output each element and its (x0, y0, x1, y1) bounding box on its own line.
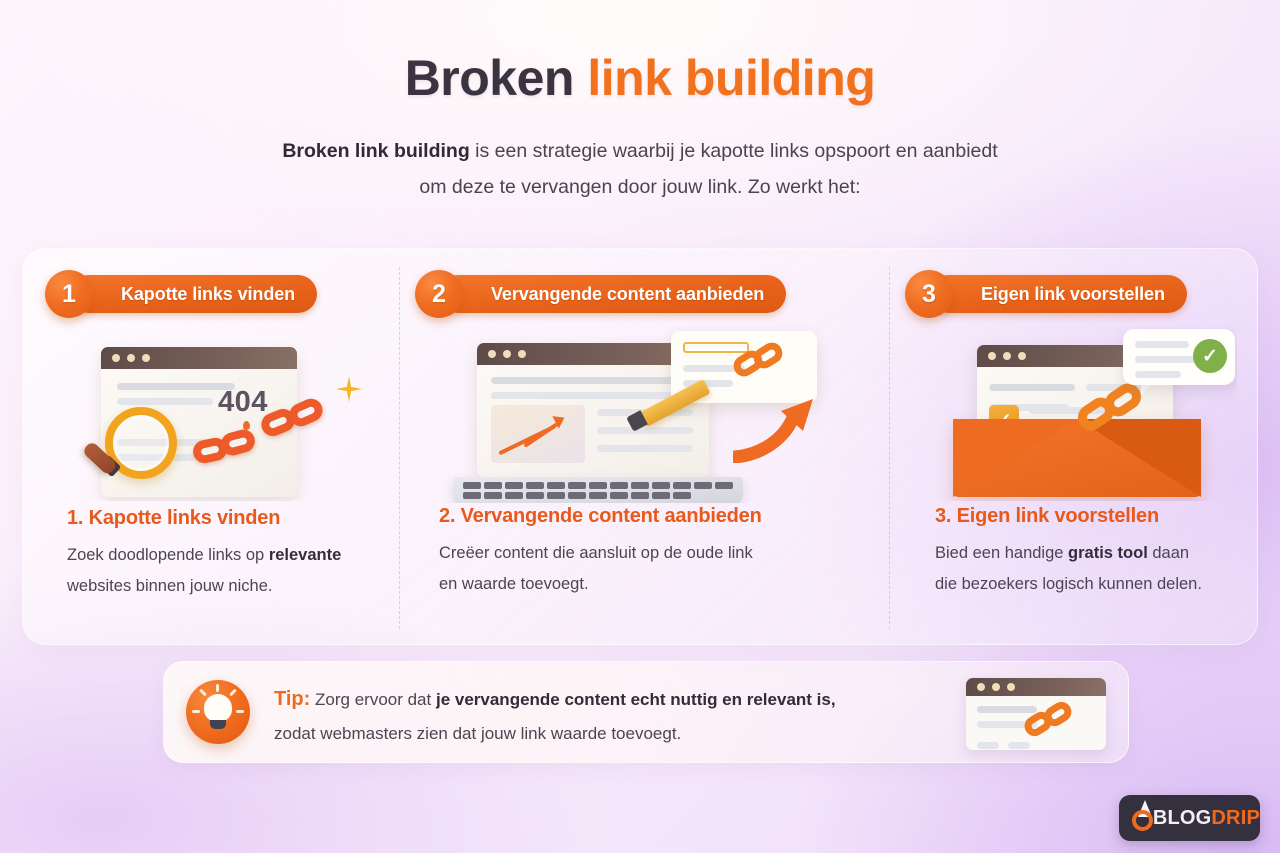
step-body-1: Zoek doodlopende links op relevante webs… (67, 540, 397, 601)
window-dot-icon (488, 350, 496, 358)
window-dot-icon (1003, 352, 1011, 360)
laptop-keyboard (453, 477, 743, 503)
tip-line2: zodat webmasters zien dat jouw link waar… (274, 724, 682, 744)
browser-titlebar (101, 347, 297, 369)
steps-card: Kapotte links vinden 1 404 (22, 248, 1258, 645)
green-check-icon: ✓ (1193, 339, 1227, 373)
subtitle-bold-term: Broken link building (282, 139, 470, 162)
step-illustration-3: ✓ ✓ (927, 327, 1237, 501)
title-part-accent: link building (587, 50, 876, 106)
tip-text: Tip: Zorg ervoor dat je vervangende cont… (274, 680, 994, 751)
error-code-label: 404 (218, 386, 268, 418)
step-heading-2: 2. Vervangende content aanbieden (439, 505, 762, 527)
column-divider-2 (889, 267, 890, 629)
window-dot-icon (112, 354, 120, 362)
page-title: Broken link building (0, 50, 1280, 108)
chart-trend-line (523, 422, 559, 448)
step-heading-3: 3. Eigen link voorstellen (935, 505, 1159, 527)
browser-titlebar (966, 678, 1106, 696)
step-body-1-bold: relevante (268, 546, 342, 564)
brand-name-part1: BLOG (1152, 806, 1212, 829)
browser-titlebar (477, 343, 709, 365)
step-badge-1: Kapotte links vinden 1 (45, 270, 395, 318)
step-body-3-post: daan (1147, 544, 1190, 562)
step-body-1-pre: Zoek doodlopende links op (67, 546, 269, 564)
column-divider-1 (399, 267, 400, 629)
subtitle-rest: is een strategie waarbij je kapotte link… (469, 139, 998, 162)
step-pill-label-1: Kapotte links vinden (121, 283, 296, 304)
step-column-1: Kapotte links vinden 1 404 (45, 249, 395, 646)
step-body-3-line2: die bezoekers logisch kunnen delen. (935, 574, 1202, 593)
window-dot-icon (142, 354, 150, 362)
link-card-icon (671, 331, 817, 403)
subtitle-line-1: Broken link building is een strategie wa… (190, 133, 1090, 169)
infographic-header: Broken link building Broken link buildin… (0, 50, 1280, 205)
speech-bubble-tail (1141, 383, 1152, 396)
tip-illustration (966, 678, 1106, 750)
step-body-1-line2: websites binnen jouw niche. (67, 576, 273, 595)
keyboard-keys (463, 482, 733, 499)
step-body-2-line2: en waarde toevoegt. (439, 574, 589, 593)
step-badge-2: Vervangende content aanbieden 2 (415, 270, 875, 318)
window-dot-icon (518, 350, 526, 358)
window-dot-icon (127, 354, 135, 362)
envelope-flap-right (1077, 419, 1201, 497)
step-illustration-2 (433, 325, 833, 503)
curved-arrow-icon (733, 399, 813, 463)
step-number-1: 1 (45, 270, 93, 318)
step-badge-3: Eigen link voorstellen 3 (905, 270, 1245, 318)
droplet-icon (1129, 800, 1153, 834)
step-heading-1: 1. Kapotte links vinden (67, 507, 281, 529)
title-part-primary: Broken (404, 50, 588, 106)
tip-callout: Tip: Zorg ervoor dat je vervangende cont… (163, 661, 1129, 763)
droplet-ring (1132, 810, 1153, 831)
window-dot-icon (988, 352, 996, 360)
window-dot-icon (992, 683, 1000, 691)
step-pill-label-2: Vervangende content aanbieden (491, 283, 765, 304)
tip-line1-pre: Zorg ervoor dat (310, 690, 436, 709)
url-field-outline (683, 342, 749, 353)
chain-break-drop (243, 421, 250, 430)
browser-window-icon (966, 678, 1106, 750)
step-pill-bar-2: Vervangende content aanbieden (439, 275, 787, 313)
tip-label: Tip: (274, 688, 311, 710)
brand-name-part2: DRIP (1211, 806, 1260, 829)
step-illustration-1: 404 (53, 331, 387, 501)
growth-chart-icon (491, 405, 585, 463)
subtitle-line-2: om deze te vervangen door jouw link. Zo … (419, 175, 861, 198)
step-column-3: Eigen link voorstellen 3 ✓ (905, 249, 1245, 646)
step-pill-bar-3: Eigen link voorstellen (929, 275, 1187, 313)
envelope-flap-left (953, 419, 1077, 497)
step-body-3-bold: gratis tool (1068, 544, 1148, 562)
tip-line1-bold: je vervangende content echt nuttig en re… (435, 690, 836, 709)
lightbulb-base (210, 720, 226, 729)
step-column-2: Vervangende content aanbieden 2 (415, 249, 875, 646)
window-dot-icon (503, 350, 511, 358)
step-number-2: 2 (415, 270, 463, 318)
lightbulb-glass (204, 694, 232, 722)
step-body-3-pre: Bied een handige (935, 544, 1069, 562)
step-number-3: 3 (905, 270, 953, 318)
brand-logo-text: BLOGDRIP (1153, 807, 1260, 830)
sparkle-icon (336, 376, 362, 402)
window-dot-icon (1018, 352, 1026, 360)
lightbulb-icon (186, 680, 250, 744)
step-body-2: Creëer content die aansluit op de oude l… (439, 538, 859, 599)
brand-logo[interactable]: BLOGDRIP (1119, 795, 1260, 841)
step-body-2-pre: Creëer content die aansluit op de oude l… (439, 544, 753, 562)
page-subtitle: Broken link building is een strategie wa… (190, 133, 1090, 205)
speech-bubble-icon: ✓ (1123, 329, 1235, 385)
step-body-3: Bied een handige gratis tool daan die be… (935, 538, 1265, 599)
step-pill-bar-1: Kapotte links vinden (69, 275, 318, 313)
window-dot-icon (1007, 683, 1015, 691)
step-pill-label-3: Eigen link voorstellen (981, 283, 1165, 304)
window-dot-icon (977, 683, 985, 691)
